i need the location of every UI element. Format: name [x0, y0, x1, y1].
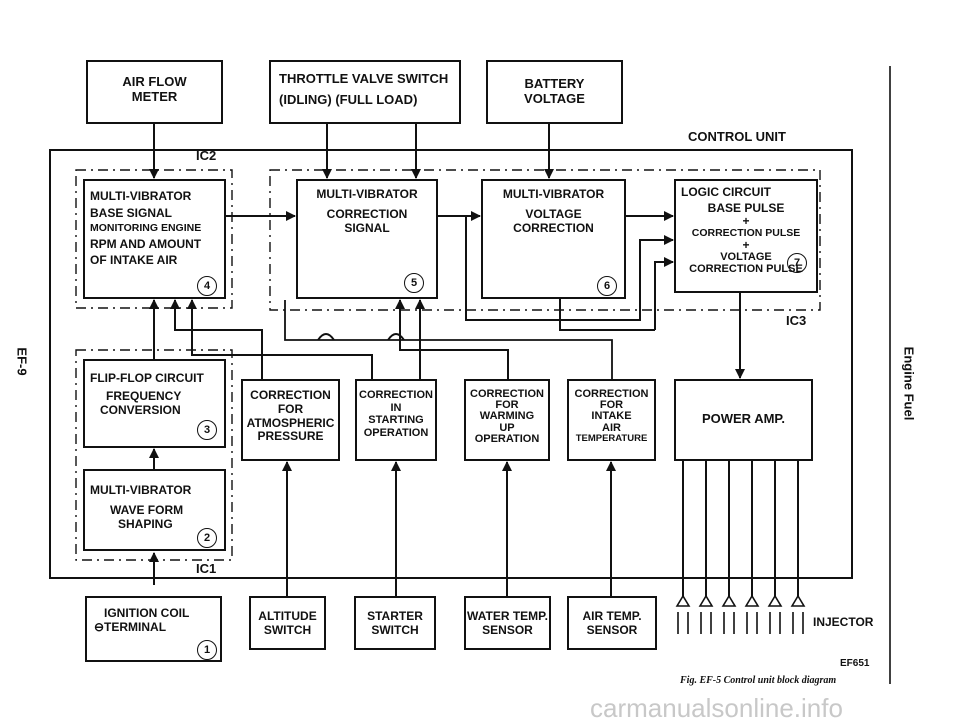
- correction-starting-block: [355, 379, 437, 461]
- multivibrator-correction-block: [296, 179, 438, 299]
- correction-atmospheric-block: [241, 379, 340, 461]
- ic2-label: IC2: [196, 148, 217, 163]
- logic-circuit-block: [674, 179, 818, 293]
- injector-icon: [790, 594, 806, 634]
- ignition-coil-box: [85, 596, 222, 662]
- ic1-label: IC1: [196, 561, 217, 576]
- watermark: carmanualsonline.info: [590, 693, 843, 723]
- block-number-1: 1: [197, 640, 217, 660]
- multivibrator-voltage-label: MULTI-VIBRATOR VOLTAGE CORRECTION: [502, 187, 605, 235]
- figure-code: EF651: [840, 658, 870, 669]
- water-temp-sensor-label: WATER TEMP.SENSOR: [467, 609, 548, 637]
- multivibrator-correction-label: MULTI-VIBRATOR CORRECTION SIGNAL: [316, 187, 418, 235]
- injector-icon: [744, 594, 760, 634]
- block-number-4: 4: [197, 276, 217, 296]
- block-number-3: 3: [197, 420, 217, 440]
- ic3-boundary: [269, 169, 821, 311]
- injector-label: INJECTOR: [813, 615, 874, 629]
- air-temp-sensor-label: AIR TEMP.SENSOR: [582, 609, 642, 637]
- block-number-5: 5: [404, 273, 424, 293]
- multivibrator-base-signal-block: [83, 179, 226, 299]
- ignition-coil-label: IGNITION COIL ⊖TERMINAL: [94, 606, 190, 634]
- wave-form-label: MULTI-VIBRATOR WAVE FORM SHAPING: [90, 483, 192, 531]
- injector-icon: [767, 594, 783, 634]
- injector-icon: [698, 594, 714, 634]
- figure-caption: Fig. EF-5 Control unit block diagram: [680, 675, 837, 686]
- power-amp-label: POWER AMP.: [701, 411, 786, 426]
- throttle-valve-switch-label: THROTTLE VALVE SWITCH (IDLING) (FULL LOA…: [279, 71, 449, 107]
- injector-symbols: [675, 594, 806, 634]
- power-amp-block: [674, 379, 813, 461]
- block-number-7: 7: [787, 253, 807, 273]
- control-unit-boundary: [49, 149, 853, 579]
- left-page-code: EF-9: [14, 347, 30, 376]
- injector-icon: [721, 594, 737, 634]
- right-section-title: Engine Fuel: [901, 346, 917, 421]
- flip-flop-label: FLIP-FLOP CIRCUIT FREQUENCY CONVERSION: [90, 371, 204, 417]
- block-number-6: 6: [597, 276, 617, 296]
- multivibrator-base-signal-label: MULTI-VIBRATOR BASE SIGNAL MONITORING EN…: [90, 189, 202, 268]
- multivibrator-voltage-block: [481, 179, 626, 299]
- logic-circuit-label: LOGIC CIRCUIT BASE PULSE + CORRECTION PU…: [681, 185, 803, 276]
- control-unit-label: CONTROL UNIT: [688, 129, 786, 144]
- battery-voltage-box: [486, 60, 623, 124]
- ic3-label: IC3: [786, 313, 807, 328]
- block-number-2: 2: [197, 528, 217, 548]
- throttle-valve-switch-box: [269, 60, 461, 124]
- ic2-boundary: [75, 169, 233, 309]
- injector-icon: [675, 594, 691, 634]
